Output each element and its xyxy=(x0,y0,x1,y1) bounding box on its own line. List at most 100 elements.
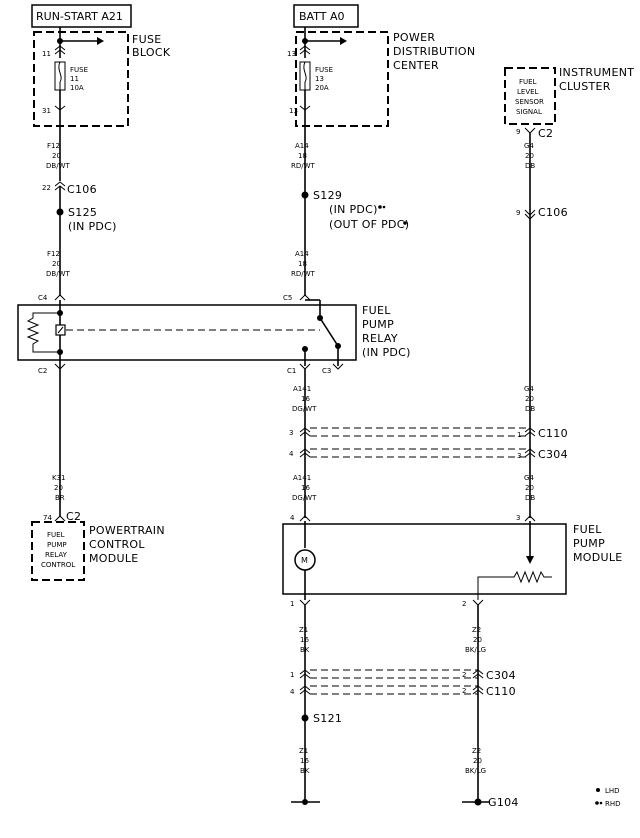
svg-text:FUEL: FUEL xyxy=(519,78,537,86)
svg-text:POWERTRAIN: POWERTRAIN xyxy=(89,524,165,537)
pcm-box xyxy=(31,521,85,581)
svg-text:RELAY: RELAY xyxy=(45,551,68,559)
svg-text:FUSE: FUSE xyxy=(70,66,88,74)
svg-text:18: 18 xyxy=(298,260,307,268)
svg-text:4: 4 xyxy=(290,514,295,522)
svg-text:RELAY: RELAY xyxy=(362,332,398,345)
wire-label-z1-low: Z1 16 BK xyxy=(299,747,310,775)
svg-text:C106: C106 xyxy=(538,206,568,219)
svg-text:3: 3 xyxy=(516,514,520,522)
svg-text:22: 22 xyxy=(42,184,51,192)
svg-text:1: 1 xyxy=(290,600,294,608)
splice-s121-dot xyxy=(301,714,309,722)
svg-text:3: 3 xyxy=(517,452,521,460)
svg-text:DG/WT: DG/WT xyxy=(292,405,317,413)
fuel-level-sensor-signal-label: FUEL LEVEL SENSOR SIGNAL xyxy=(515,78,544,116)
svg-text:RUN-START A21: RUN-START A21 xyxy=(36,10,123,23)
connector-c2-cluster: 9 C2 xyxy=(516,127,553,140)
svg-text:20: 20 xyxy=(473,757,482,765)
svg-text:S125: S125 xyxy=(68,206,97,219)
pdc-box xyxy=(295,31,389,127)
splice-s125-label: S125 (IN PDC) xyxy=(68,206,116,233)
fuel-pump-relay-label: FUEL PUMP RELAY (IN PDC) xyxy=(362,304,411,359)
svg-text:1: 1 xyxy=(290,671,294,679)
svg-text:DB: DB xyxy=(525,494,535,502)
fuse-block-box xyxy=(33,31,129,127)
svg-text:3: 3 xyxy=(289,429,293,437)
wire-label-z2-top: Z2 20 BK/LG xyxy=(465,626,486,654)
svg-text:SENSOR: SENSOR xyxy=(515,98,544,106)
svg-text:C304: C304 xyxy=(538,448,568,461)
power-arrow-icon xyxy=(97,37,104,45)
svg-text:CENTER: CENTER xyxy=(393,59,439,72)
wire-label-a141-top: A141 16 DG/WT xyxy=(292,385,317,413)
svg-text:BK/LG: BK/LG xyxy=(465,767,486,775)
svg-text:RD/WT: RD/WT xyxy=(291,270,316,278)
wire-label-f12-mid: F12 20 DB/WT xyxy=(46,250,70,278)
wire-label-f12-top: F12 20 DB/WT xyxy=(46,142,70,170)
svg-text:C2: C2 xyxy=(66,510,81,523)
svg-text:C110: C110 xyxy=(486,685,516,698)
svg-text:G4: G4 xyxy=(524,474,534,482)
connector-c5-symbol xyxy=(299,294,311,301)
connector-c110-top: 3 1 C110 xyxy=(289,427,568,440)
wire-label-a141-low: A141 16 DG/WT xyxy=(292,474,317,502)
svg-text:20A: 20A xyxy=(315,84,329,92)
svg-text:16: 16 xyxy=(301,395,310,403)
svg-text:10A: 10A xyxy=(70,84,84,92)
svg-text:K31: K31 xyxy=(52,474,66,482)
svg-text:31: 31 xyxy=(42,107,51,115)
svg-text:F12: F12 xyxy=(47,142,60,150)
svg-text:(IN PDC): (IN PDC) xyxy=(329,203,378,216)
svg-text:4: 4 xyxy=(289,450,294,458)
svg-text:20: 20 xyxy=(54,484,63,492)
svg-text:A14: A14 xyxy=(295,142,309,150)
svg-text:Z1: Z1 xyxy=(299,626,308,634)
svg-text:20: 20 xyxy=(525,152,534,160)
svg-text:DB/WT: DB/WT xyxy=(46,162,70,170)
connector-c3-symbol xyxy=(332,363,344,370)
svg-text:M: M xyxy=(301,556,308,565)
run-start-header: RUN-START A21 xyxy=(31,4,132,28)
svg-text:2: 2 xyxy=(462,687,466,695)
svg-text:POWER: POWER xyxy=(393,31,435,44)
splice-s129-label: S129 (IN PDC) (OUT OF PDC) xyxy=(313,189,409,231)
svg-text:SIGNAL: SIGNAL xyxy=(516,108,542,116)
connector-c1-label: C1 xyxy=(287,367,296,375)
relay-switch-icon xyxy=(302,299,341,366)
svg-text:PUMP: PUMP xyxy=(47,541,67,549)
svg-text:20: 20 xyxy=(52,152,61,160)
svg-text:G4: G4 xyxy=(524,385,534,393)
instrument-cluster-box xyxy=(504,67,556,125)
svg-text:(IN PDC): (IN PDC) xyxy=(362,346,411,359)
connector-pcm-c2: 74 C2 xyxy=(43,510,81,523)
fuse-11: 11 FUSE 11 10A 31 xyxy=(42,45,88,115)
fuel-pump-relay-control-label: FUEL PUMP RELAY CONTROL xyxy=(41,531,75,569)
svg-text:9: 9 xyxy=(516,128,520,136)
svg-text:F12: F12 xyxy=(47,250,60,258)
svg-text:13: 13 xyxy=(289,107,298,115)
svg-text:A141: A141 xyxy=(293,385,311,393)
splice-s129-dot xyxy=(301,191,309,199)
svg-text:4: 4 xyxy=(290,688,295,696)
svg-text:FUSE: FUSE xyxy=(315,66,333,74)
connector-c4-symbol xyxy=(54,294,66,301)
pump-bottom-connectors: 1 2 xyxy=(290,599,484,608)
wire-label-a14-mid: A14 18 RD/WT xyxy=(291,250,316,278)
svg-text:11: 11 xyxy=(42,50,51,58)
svg-text:74: 74 xyxy=(43,514,52,522)
svg-text:20: 20 xyxy=(525,484,534,492)
splice-s121-label: S121 xyxy=(313,712,342,725)
motor-icon: M xyxy=(294,521,316,600)
wire-label-k31: K31 20 BR xyxy=(52,474,66,502)
svg-text:LEVEL: LEVEL xyxy=(517,88,539,96)
wire-label-a14-top: A14 18 RD/WT xyxy=(291,142,316,170)
pdc-label: POWER DISTRIBUTION CENTER xyxy=(393,31,475,72)
svg-text:G4: G4 xyxy=(524,142,534,150)
svg-text:18: 18 xyxy=(298,152,307,160)
svg-text:16: 16 xyxy=(300,757,309,765)
svg-text:FUEL: FUEL xyxy=(47,531,65,539)
svg-text:BR: BR xyxy=(55,494,65,502)
svg-text:DB: DB xyxy=(525,162,535,170)
